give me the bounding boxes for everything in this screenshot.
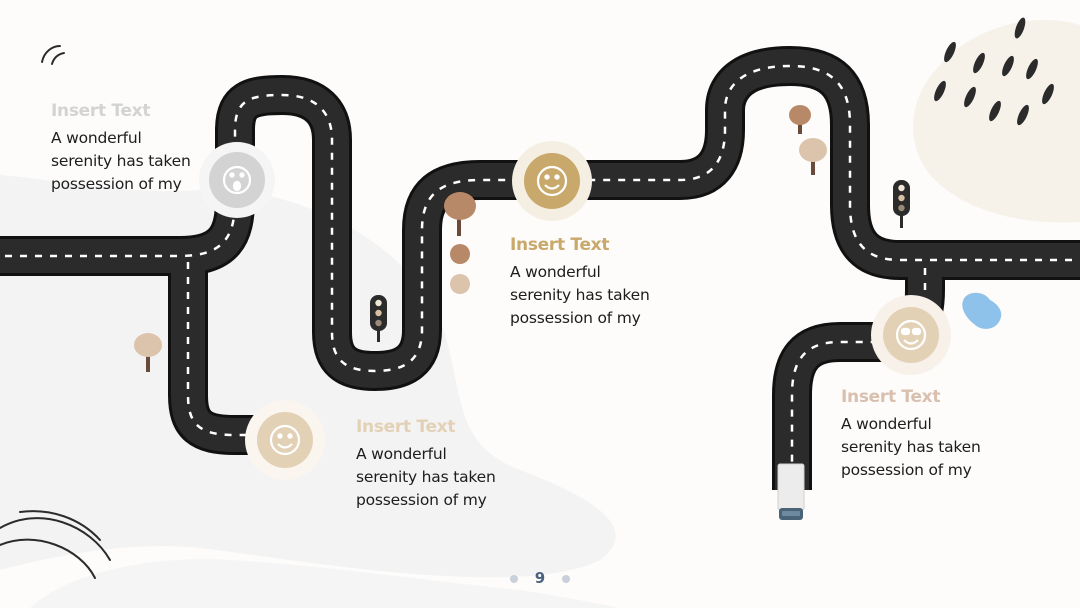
milestone-icon-2 [512,141,592,221]
milestone-3-line-3: possession of my [356,491,487,509]
page-dot-prev[interactable] [510,575,518,583]
raindrops-icon [934,17,1054,126]
milestone-4: Insert Text A wonderful serenity has tak… [841,387,1011,482]
smiley-face-icon [536,165,568,197]
milestone-2-line-2: serenity has taken [510,286,650,304]
milestone-4-line-2: serenity has taken [841,438,981,456]
tree-icon [789,105,811,134]
surprised-face-icon [222,165,252,195]
truck-icon [777,463,805,520]
road [0,46,1080,490]
milestone-4-line-3: possession of my [841,461,972,479]
milestone-2: Insert Text A wonderful serenity has tak… [510,235,680,330]
milestone-3-body: A wonderful serenity has taken possessio… [356,443,526,512]
tree-icon [444,192,476,236]
bush-icon [450,244,470,264]
milestone-1-body: A wonderful serenity has taken possessio… [51,127,221,196]
tree-icon [134,333,162,372]
sparkle-lines-icon [41,45,65,65]
milestone-4-heading: Insert Text [841,387,941,407]
background-blob-bottom [30,559,620,608]
traffic-light-icon [893,180,910,228]
milestone-icon-3 [245,400,325,480]
milestone-1: Insert Text A wonderful serenity has tak… [51,101,221,196]
milestone-2-heading: Insert Text [510,235,610,255]
milestone-3: Insert Text A wonderful serenity has tak… [356,417,526,512]
page-dot-next[interactable] [562,575,570,583]
milestone-3-line-1: A wonderful [356,445,447,463]
bush-icon [450,274,470,294]
milestone-3-line-2: serenity has taken [356,468,496,486]
milestone-1-line-3: possession of my [51,175,182,193]
milestone-1-line-2: serenity has taken [51,152,191,170]
smiley-face-icon [269,424,301,456]
milestone-1-heading: Insert Text [51,101,151,121]
milestone-2-line-1: A wonderful [510,263,601,281]
lane-markings-left [186,262,270,437]
milestone-icon-4 [871,295,951,375]
wind-lines-icon [0,510,111,579]
page-indicator: 9 [0,568,1080,590]
puddle-icon [962,292,1002,329]
tree-icon [799,138,827,175]
milestone-3-heading: Insert Text [356,417,456,437]
background-blob-right [913,19,1080,223]
milestone-icon-1 [199,142,275,218]
traffic-light-icon [370,295,387,342]
sunglasses-face-icon [895,319,927,351]
milestone-4-line-1: A wonderful [841,415,932,433]
milestone-2-body: A wonderful serenity has taken possessio… [510,261,680,330]
milestone-4-body: A wonderful serenity has taken possessio… [841,413,1011,482]
page-number: 9 [534,569,546,587]
milestone-1-line-1: A wonderful [51,129,142,147]
milestone-2-line-3: possession of my [510,309,641,327]
lane-markings-main [0,64,1080,373]
